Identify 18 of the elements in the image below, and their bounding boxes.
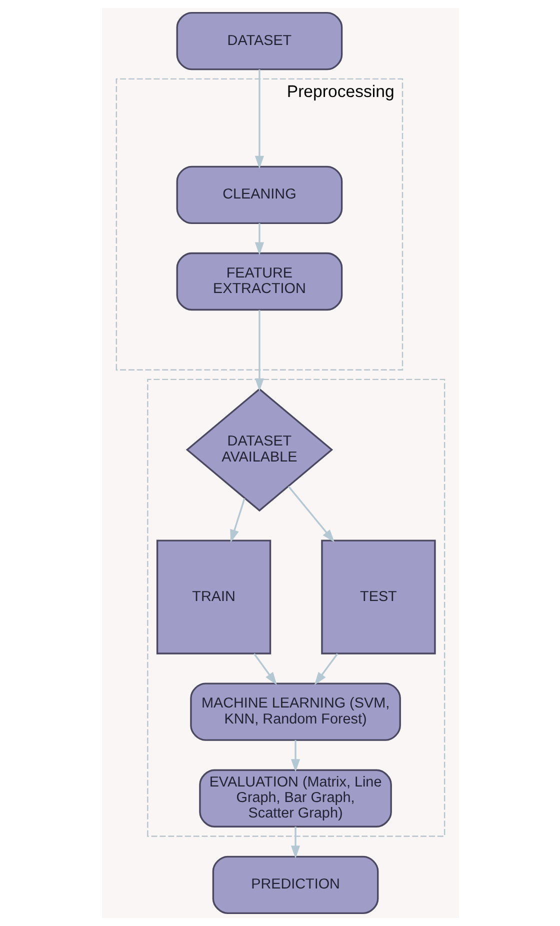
arrow [230,498,245,543]
node-box: MACHINE LEARNING (SVM, KNN, Random Forest) [190,682,400,741]
arrow [290,740,300,772]
node-box: DATASET [176,12,342,70]
arrow [254,310,264,392]
arrow [287,486,334,542]
node-box: TEST [320,540,436,654]
node-box: CLEANING [176,166,342,224]
arrow [254,69,264,169]
arrow [290,826,300,859]
node-box: PREDICTION [212,856,378,914]
node-box: TRAIN [156,540,271,654]
arrow [314,653,338,686]
arrow [253,653,276,686]
arrow [254,223,264,256]
node-box: EVALUATION (Matrix, Line Graph, Bar Graph, Scatter Graph) [198,769,392,828]
node-diamond: DATASET AVAILABLE [185,388,333,512]
node-box: FEATURE EXTRACTION [176,252,342,311]
